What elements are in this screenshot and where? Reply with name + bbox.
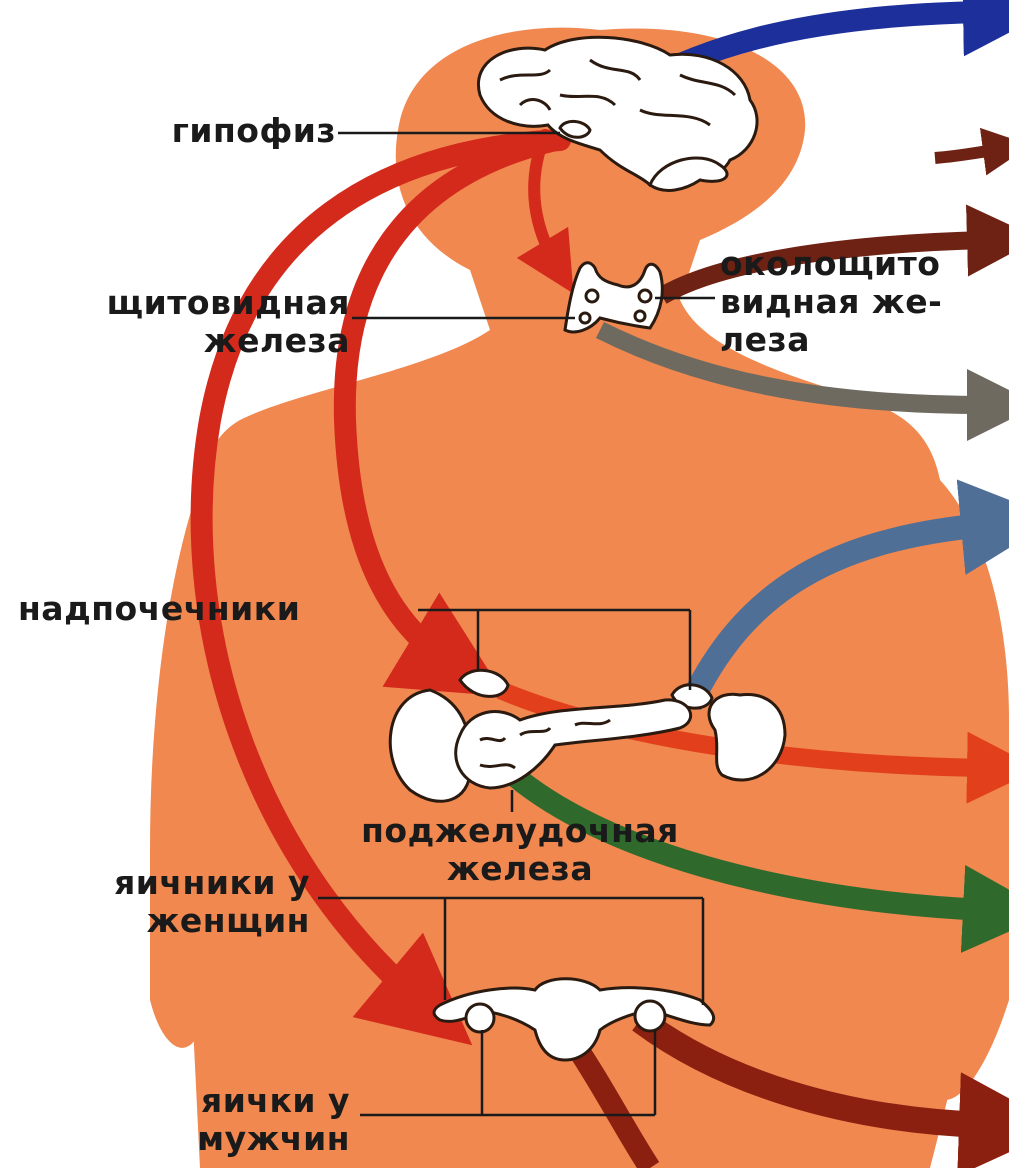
label-thyroid-line-2: железа	[0, 322, 350, 360]
label-parathyroid-line-2: видная же-	[720, 283, 942, 321]
label-testes-line-1: яички у	[60, 1082, 350, 1120]
label-pancreas-line-1: поджелудочная	[300, 812, 740, 850]
label-pancreas-line-2: железа	[300, 850, 740, 888]
label-parathyroid: околощито видная же- леза	[720, 245, 942, 359]
label-parathyroid-line-1: околощито	[720, 245, 942, 283]
label-ovaries-line-2: женщин	[10, 902, 310, 940]
label-ovaries: яичники у женщин	[10, 864, 310, 940]
label-pituitary: гипофиз	[60, 112, 336, 150]
label-testes: яички у мужчин	[60, 1082, 350, 1158]
label-thyroid-line-1: щитовидная	[0, 284, 350, 322]
label-parathyroid-line-3: леза	[720, 321, 942, 359]
label-pancreas: поджелудочная железа	[300, 812, 740, 888]
label-adrenals: надпочечники	[18, 590, 300, 628]
label-testes-line-2: мужчин	[60, 1120, 350, 1158]
label-thyroid: щитовидная железа	[0, 284, 350, 360]
arrow-pituitary-brown	[935, 150, 995, 158]
label-ovaries-line-1: яичники у	[10, 864, 310, 902]
